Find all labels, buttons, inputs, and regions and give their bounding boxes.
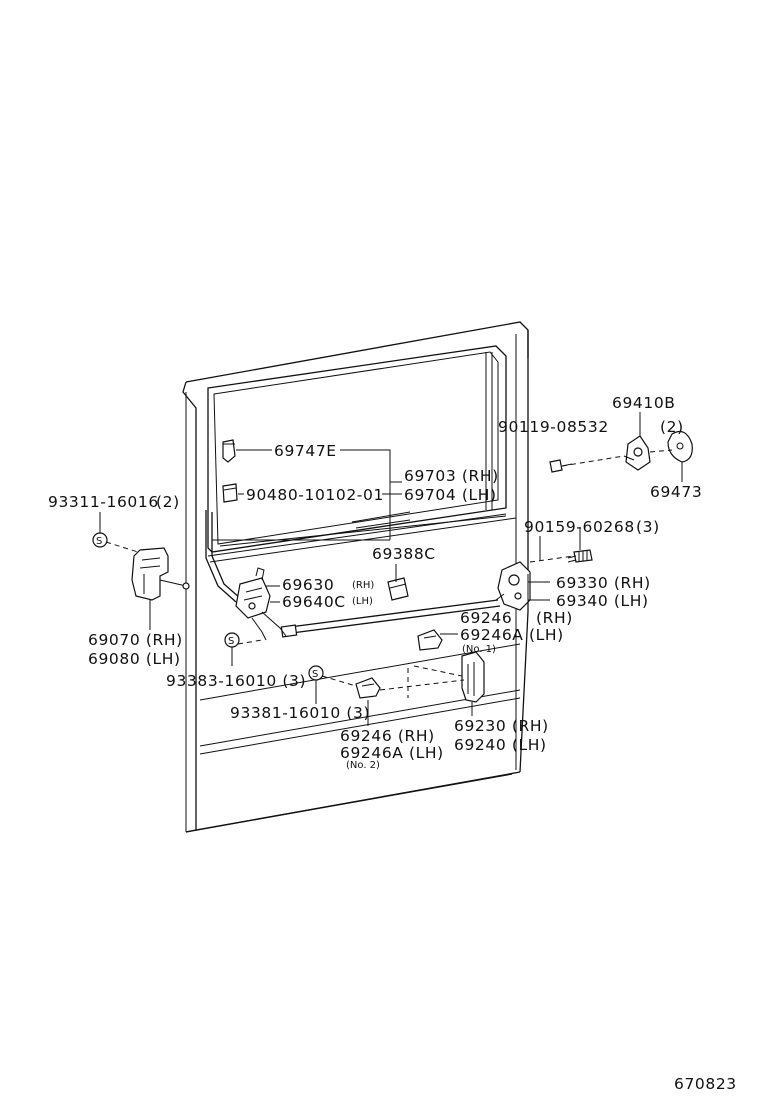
label-93383: 93383-16010 (3): [166, 672, 306, 690]
assembly-dashes: [105, 449, 673, 698]
screw-90159: [567, 549, 593, 563]
label-90119-qty: (2): [660, 418, 684, 436]
bracket-69388c: [387, 577, 409, 601]
label-69640c-side: (LH): [352, 596, 373, 607]
cushion-90480: [222, 483, 238, 503]
label-69070: 69070 (RH): [88, 631, 183, 649]
inside-handle-69230: [461, 651, 485, 703]
s-mark-93311: S: [92, 532, 108, 548]
label-90119: 90119-08532: [498, 418, 609, 436]
label-69240: 69240 (LH): [454, 736, 547, 754]
label-69704: 69704 (LH): [404, 486, 497, 504]
s-mark-93381: S: [308, 665, 324, 681]
s-mark-93383: S: [224, 632, 240, 648]
label-90159: 90159-60268: [524, 518, 635, 536]
label-93311: 93311-16016: [48, 493, 159, 511]
label-90480: 90480-10102-01: [246, 486, 384, 504]
remote-rod: [280, 599, 501, 638]
label-69330: 69330 (RH): [556, 574, 651, 592]
svg-text:S: S: [228, 636, 234, 647]
hinge-69246-no1: [417, 629, 443, 651]
label-no2: (No. 2): [346, 760, 380, 771]
bumper-69747e: [222, 439, 236, 463]
label-69340: 69340 (LH): [556, 592, 649, 610]
lock-assembly-69630: [235, 567, 287, 641]
label-no1: (No. 1): [462, 644, 496, 655]
label-69630-side: (RH): [352, 580, 374, 591]
label-69703: 69703 (RH): [404, 467, 499, 485]
label-69410b: 69410B: [612, 394, 676, 412]
label-69230: 69230 (RH): [454, 717, 549, 735]
label-69246-no2: 69246 (RH): [340, 727, 435, 745]
diagram-id: 670823: [674, 1075, 737, 1093]
label-69246-no1-side: (RH): [536, 609, 573, 627]
label-69080: 69080 (LH): [88, 650, 181, 668]
label-69473: 69473: [650, 483, 702, 501]
leader-lines: [99, 412, 683, 726]
label-69246a-no2: 69246A (LH): [340, 744, 444, 762]
label-93381: 93381-16010 (3): [230, 704, 370, 722]
screw-90119: [549, 459, 573, 473]
svg-text:S: S: [312, 669, 318, 680]
door-panel: [182, 321, 529, 833]
label-69747e: 69747E: [274, 442, 337, 460]
label-90159-qty: (3): [636, 518, 660, 536]
glass-run-channel: [205, 510, 241, 603]
label-69388c: 69388C: [372, 545, 436, 563]
outside-handle-69070: [131, 547, 190, 601]
label-69246a-no1: 69246A (LH): [460, 626, 564, 644]
label-69246-no1: 69246: [460, 609, 512, 627]
striker-69410b: [623, 435, 651, 471]
label-69640c: 69640C: [282, 593, 346, 611]
rear-lock-69330: [495, 561, 531, 611]
label-93311-qty: (2): [156, 493, 180, 511]
svg-text:S: S: [96, 536, 102, 547]
window-glass: [207, 345, 517, 563]
hinge-69246-no2: [355, 677, 381, 699]
label-69630: 69630: [282, 576, 334, 594]
plate-69473: [667, 431, 693, 463]
